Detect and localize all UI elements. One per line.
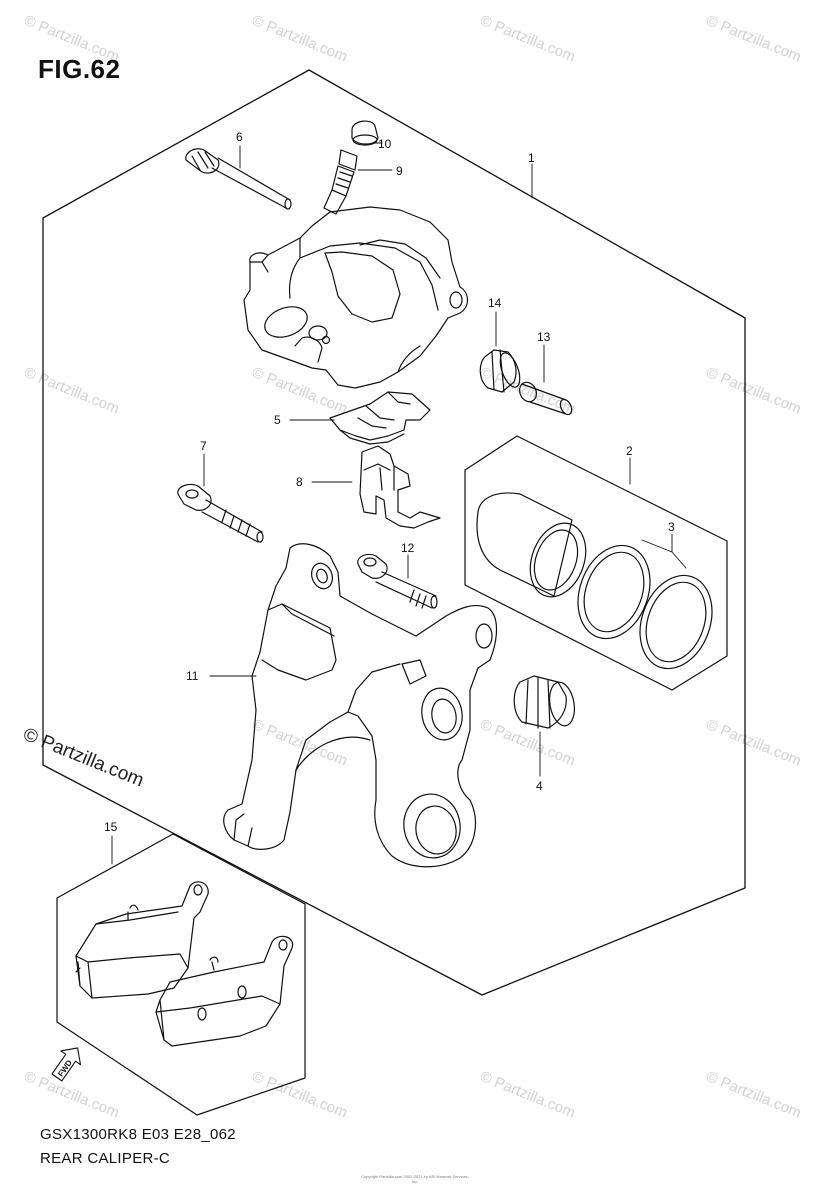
mounting-bolt: [177, 483, 264, 543]
bleeder-valve: [323, 149, 358, 215]
callout-label-4: 4: [536, 779, 543, 793]
piston: [476, 492, 587, 598]
boot: [513, 675, 576, 729]
copyright-notice: Copyright Partzilla.com 2002-2021 by ARI…: [361, 1174, 469, 1184]
callout-label-10: 10: [378, 137, 392, 151]
fwd-arrow-icon: FWD: [51, 1047, 82, 1082]
pad-spring: [329, 391, 431, 445]
callout-label-14: 14: [488, 296, 502, 310]
callout-label-9: 9: [396, 164, 403, 178]
piston-seals: [577, 544, 713, 670]
model-code: GSX1300RK8 E03 E28_062: [40, 1126, 236, 1143]
callout-label-1: 1: [528, 151, 535, 165]
caliper-bracket: [223, 543, 498, 868]
callout-label-8: 8: [296, 475, 303, 489]
callout-label-3: 3: [668, 520, 675, 534]
slide-pin: [519, 381, 573, 416]
brake-pads: [75, 881, 294, 1047]
callout-leaders: [111, 142, 687, 865]
figure-title: FIG.62: [38, 54, 121, 84]
caliper-body: [243, 206, 469, 389]
callout-label-7: 7: [200, 439, 207, 453]
bracket-bolt: [357, 553, 438, 609]
pad-retainer: [359, 445, 441, 529]
callout-label-13: 13: [537, 330, 551, 344]
section-name: REAR CALIPER-C: [40, 1150, 171, 1167]
assembly-outline: [42, 69, 746, 996]
callout-label-12: 12: [401, 541, 415, 555]
callout-labels: 1 2 3 4 5 6 7 8 9 10 11 12 13 14 15: [104, 130, 675, 834]
callout-label-6: 6: [236, 130, 243, 144]
piston-set-outline: [464, 435, 728, 691]
callout-label-11: 11: [186, 669, 199, 683]
slide-pin-boot: [479, 349, 521, 393]
callout-label-2: 2: [626, 444, 633, 458]
pad-set-outline: [56, 833, 306, 1116]
callout-label-5: 5: [274, 413, 281, 427]
bleeder-cap: [351, 120, 379, 146]
callout-label-15: 15: [104, 820, 118, 834]
pad-mounting-pin: [185, 148, 292, 210]
